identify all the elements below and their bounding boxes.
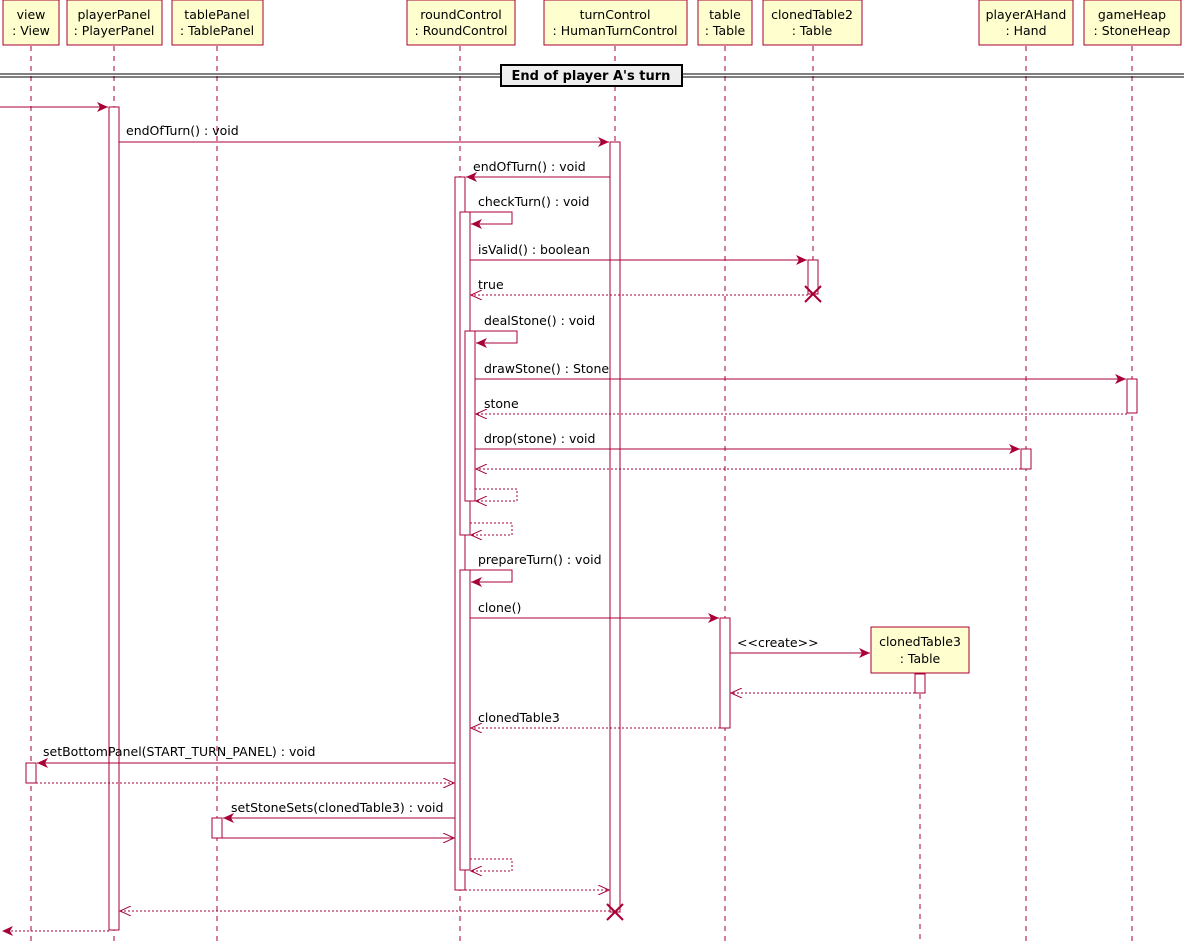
activation-clonedTable3 xyxy=(914,673,926,694)
destroy-marks xyxy=(606,285,822,921)
participant-name: view xyxy=(17,7,46,22)
self-return-arrow xyxy=(470,522,513,535)
self-message-arrow xyxy=(465,211,513,229)
self-return-arrow xyxy=(475,488,518,501)
participant-name: clonedTable3 xyxy=(879,634,961,649)
activations xyxy=(25,106,1138,931)
message-label: clonedTable3 xyxy=(478,710,560,725)
participant-name: clonedTable2 xyxy=(771,7,853,22)
message-label: true xyxy=(478,277,504,292)
message-label: isValid() : boolean xyxy=(478,242,590,257)
participant-type: : HumanTurnControl xyxy=(553,23,678,38)
self-message-arrow xyxy=(465,569,513,587)
message-label: drop(stone) : void xyxy=(484,431,595,446)
message-label: clone() xyxy=(478,600,521,615)
message-label: dealStone() : void xyxy=(484,313,595,328)
participant-type: : View xyxy=(12,23,50,38)
messages xyxy=(0,102,1127,936)
participant-name: table xyxy=(709,7,741,22)
message-label: setStoneSets(clonedTable3) : void xyxy=(231,800,443,815)
message-label: setBottomPanel(START_TURN_PANEL) : void xyxy=(43,744,315,759)
participant-view: view : View xyxy=(2,0,60,46)
activation-playerAHand xyxy=(1020,448,1032,470)
activation-playerPanel xyxy=(108,106,120,931)
message-label: stone xyxy=(484,396,519,411)
activation-roundControl-dealStone xyxy=(464,330,476,502)
participant-tablePanel: tablePanel : TablePanel xyxy=(171,0,264,46)
participant-playerPanel: playerPanel : PlayerPanel xyxy=(66,0,163,46)
participant-type: : StoneHeap xyxy=(1094,23,1171,38)
activation-gameHeap xyxy=(1126,378,1138,414)
activation-roundControl-prepareTurn xyxy=(459,569,471,871)
activation-clonedTable2 xyxy=(807,259,819,295)
participant-type: : Hand xyxy=(1005,23,1046,38)
message-label: drawStone() : Stone xyxy=(484,361,609,376)
participant-type: : Table xyxy=(705,23,746,38)
message-label: <<create>> xyxy=(737,635,819,650)
participant-type: : Table xyxy=(792,23,833,38)
participant-type: : RoundControl xyxy=(415,23,508,38)
participant-type: : PlayerPanel xyxy=(74,23,155,38)
participant-type: : Table xyxy=(900,651,941,666)
divider-label: End of player A's turn xyxy=(512,69,671,84)
lifelines xyxy=(30,46,1133,942)
participant-name: playerPanel xyxy=(77,7,150,22)
divider: End of player A's turn xyxy=(0,64,1184,87)
participant-name: tablePanel xyxy=(184,7,249,22)
participant-clonedTable3: clonedTable3 : Table xyxy=(870,626,970,674)
activation-table xyxy=(719,617,731,729)
participant-table: table : Table xyxy=(697,0,753,46)
message-label: endOfTurn() : void xyxy=(473,159,586,174)
destroy-icon xyxy=(804,285,822,303)
participant-name: gameHeap xyxy=(1098,7,1166,22)
message-label: checkTurn() : void xyxy=(478,194,589,209)
activation-tablePanel xyxy=(211,817,223,839)
activation-view xyxy=(25,762,37,784)
message-label: endOfTurn() : void xyxy=(126,123,239,138)
activation-turnControl xyxy=(609,141,621,913)
participant-turnControl: turnControl : HumanTurnControl xyxy=(543,0,688,46)
participant-roundControl: roundControl : RoundControl xyxy=(406,0,516,46)
self-message-arrow xyxy=(470,330,518,348)
participant-type: : TablePanel xyxy=(180,23,254,38)
participant-clonedTable2: clonedTable2 : Table xyxy=(762,0,863,46)
participant-playerAHand: playerAHand : Hand xyxy=(978,0,1074,46)
self-return-arrow xyxy=(470,858,513,871)
participant-heads: view : View playerPanel : PlayerPanel ta… xyxy=(2,0,1182,46)
message-labels: endOfTurn() : void endOfTurn() : void ch… xyxy=(43,123,819,815)
participant-name: playerAHand xyxy=(986,7,1067,22)
participant-name: roundControl xyxy=(420,7,501,22)
destroy-icon xyxy=(606,903,624,921)
participant-name: turnControl xyxy=(580,7,651,22)
participant-gameHeap: gameHeap : StoneHeap xyxy=(1083,0,1182,46)
message-label: prepareTurn() : void xyxy=(478,552,602,567)
